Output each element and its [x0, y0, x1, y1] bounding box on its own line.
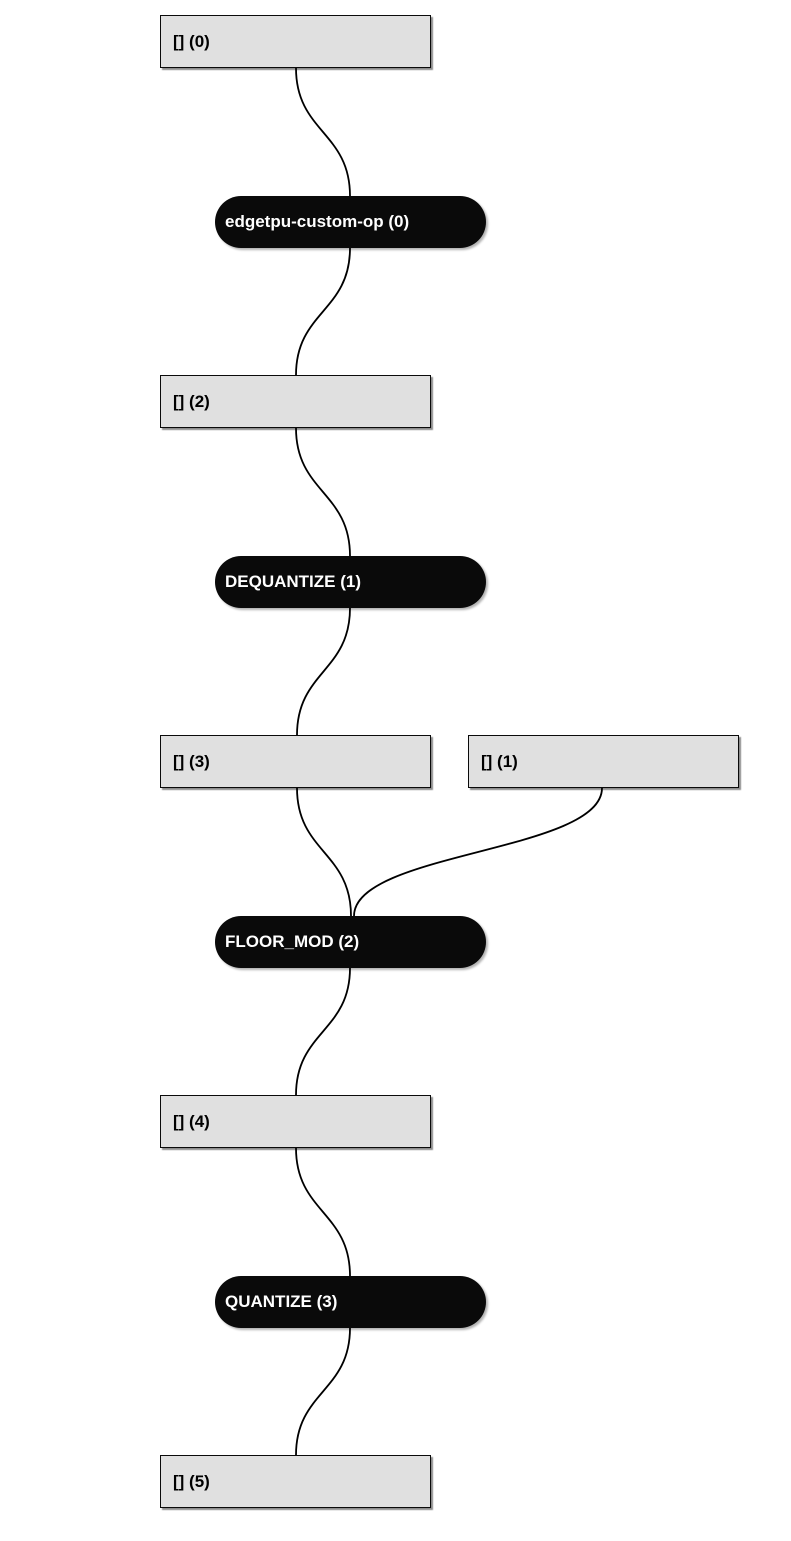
node-label: DEQUANTIZE (1)	[225, 572, 361, 591]
graph-node-tensor-2: [] (2)	[160, 375, 431, 428]
node-label: edgetpu-custom-op (0)	[225, 212, 410, 231]
graph-node-tensor-5: [] (5)	[160, 1455, 431, 1508]
node-label: [] (5)	[173, 1471, 210, 1491]
node-label: [] (2)	[173, 391, 210, 411]
graph-node-op-dequantize: DEQUANTIZE (1)	[215, 556, 486, 608]
edge-tensor-1-to-op-floor-mod	[353, 787, 603, 917]
edge-tensor-3-to-op-floor-mod	[296, 787, 352, 917]
edge-op-edgetpu-custom-op-to-tensor-2	[295, 247, 351, 376]
node-label: [] (4)	[173, 1111, 210, 1131]
graph-node-op-floor-mod: FLOOR_MOD (2)	[215, 916, 486, 968]
edge-tensor-0-to-op-edgetpu-custom-op	[295, 67, 351, 197]
node-label: QUANTIZE (3)	[225, 1292, 338, 1311]
node-label: [] (3)	[173, 751, 210, 771]
node-label: [] (1)	[481, 751, 518, 771]
node-label: [] (0)	[173, 31, 210, 51]
graph-node-op-edgetpu-custom-op: edgetpu-custom-op (0)	[215, 196, 486, 248]
graph-node-tensor-0: [] (0)	[160, 15, 431, 68]
graph-node-op-quantize: QUANTIZE (3)	[215, 1276, 486, 1328]
edge-op-dequantize-to-tensor-3	[296, 607, 351, 736]
edge-op-floor-mod-to-tensor-4	[295, 967, 351, 1096]
edge-op-quantize-to-tensor-5	[295, 1327, 351, 1456]
graph-node-tensor-1: [] (1)	[468, 735, 739, 788]
edge-tensor-4-to-op-quantize	[295, 1147, 351, 1277]
node-label: FLOOR_MOD (2)	[225, 932, 360, 951]
graph-node-tensor-3: [] (3)	[160, 735, 431, 788]
edge-tensor-2-to-op-dequantize	[295, 427, 351, 557]
graph-node-tensor-4: [] (4)	[160, 1095, 431, 1148]
